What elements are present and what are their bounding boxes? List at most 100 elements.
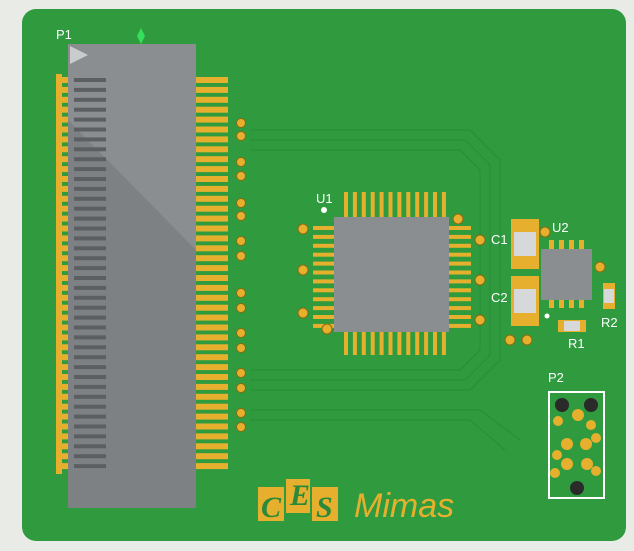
p1-pin-left	[56, 245, 78, 252]
u1-lead-left	[313, 261, 336, 266]
p1-slot	[74, 216, 106, 221]
p1-slot	[74, 345, 106, 350]
p1-slot	[74, 157, 106, 162]
p1-slot	[74, 256, 106, 261]
p1-pin-right	[194, 403, 228, 410]
p1-pin-right	[194, 383, 228, 390]
p1-pin-right	[194, 275, 228, 281]
p1-slot	[74, 78, 106, 82]
p1-slot	[74, 236, 106, 241]
u1-lead-left	[313, 226, 336, 230]
p1-pin-right	[194, 265, 228, 272]
u2-side-via	[594, 261, 606, 273]
u1-label: U1	[316, 191, 333, 206]
p1-slot	[74, 97, 106, 102]
p1-slot	[74, 127, 106, 132]
p1-slot	[74, 404, 106, 409]
p1-pin-right	[194, 314, 228, 321]
p1-pin-right	[194, 195, 228, 202]
u1-lead-bottom	[361, 330, 366, 355]
u1-lead-right	[447, 261, 471, 266]
via-column	[236, 118, 246, 432]
u1-lead-right	[447, 288, 471, 293]
via-pad	[236, 303, 246, 313]
p1-slot	[74, 147, 106, 152]
u1-lead-bottom	[406, 330, 411, 355]
p1-pin-right	[194, 284, 228, 291]
p1-pin-left	[56, 195, 78, 202]
via-pad	[236, 408, 246, 418]
u1-lead-bottom	[397, 330, 402, 355]
p1-pin-right	[194, 176, 228, 182]
p1-pin-left	[56, 443, 78, 450]
p1-pin-left	[56, 146, 78, 153]
p1-pin-right	[194, 433, 228, 440]
p1-pin-left	[56, 453, 78, 460]
p1-slot	[74, 424, 106, 429]
u1-lead-bottom	[344, 330, 348, 355]
via-pad	[236, 288, 246, 298]
p1-pin-left	[56, 77, 78, 83]
logo-text: Mimas	[354, 487, 454, 525]
p1-pin-right	[194, 393, 228, 400]
p1-pin-left	[56, 235, 78, 242]
p1-pin-right	[194, 374, 228, 380]
u2-leads	[549, 240, 584, 308]
p1-slot	[74, 464, 106, 469]
u1-lead-top	[361, 192, 366, 219]
p1-slot	[74, 186, 106, 191]
p1-pin-left	[56, 255, 78, 262]
u1-lead-right	[447, 323, 471, 328]
p1-slot	[74, 266, 106, 271]
u1-lead-right	[447, 270, 471, 275]
p1-pin-left	[56, 176, 78, 182]
u1-lead-left	[313, 288, 336, 293]
p1-pin-left	[56, 284, 78, 291]
p1-pin-left	[56, 215, 78, 222]
p1-pin-left	[56, 86, 78, 93]
p1-slot	[74, 177, 106, 181]
p1-slot	[74, 117, 106, 122]
p1-pin-right	[194, 364, 228, 371]
u1-lead-bottom	[415, 330, 420, 355]
p2-pads	[550, 398, 601, 495]
p1-slot	[74, 196, 106, 201]
p1-pin-left	[56, 275, 78, 281]
via-pad	[236, 422, 246, 432]
c-vias	[504, 334, 533, 346]
p1-pin-left	[56, 403, 78, 410]
p1-pin-left	[56, 344, 78, 351]
p1-pin-right	[194, 245, 228, 252]
u1-leads	[313, 192, 471, 355]
via-pad	[236, 343, 246, 353]
u1-lead-left	[313, 252, 336, 257]
u1-lead-bottom	[352, 330, 357, 355]
p1-slot	[74, 335, 106, 340]
p1-pin-right	[194, 423, 228, 430]
p1-pin-right	[194, 77, 228, 83]
p1-label: P1	[56, 27, 72, 42]
p1-pin-right	[194, 255, 228, 262]
p1-slot	[74, 137, 106, 142]
via-pad	[236, 198, 246, 208]
u1-lead-bottom	[433, 330, 437, 355]
u1-lead-right	[447, 306, 471, 311]
u1-lead-top	[344, 192, 348, 219]
p1-pin-left	[56, 96, 78, 103]
p1-pin-left	[56, 166, 78, 173]
r1-label: R1	[568, 336, 585, 351]
p1-pin-right	[194, 334, 228, 341]
p1-slot	[74, 87, 106, 92]
p1-pin-left	[56, 324, 78, 331]
p1-slot-rows	[74, 78, 106, 469]
p1-pin-left	[56, 106, 78, 113]
u1-lead-right	[447, 297, 471, 302]
ces-logo: C E S Mimas	[258, 479, 454, 525]
p1-pin-right	[194, 106, 228, 113]
via-pad	[236, 236, 246, 246]
u1-lead-bottom	[388, 330, 393, 355]
u1-body	[334, 217, 449, 332]
u1-lead-bottom	[370, 330, 375, 355]
p1-pin-right	[194, 324, 228, 331]
